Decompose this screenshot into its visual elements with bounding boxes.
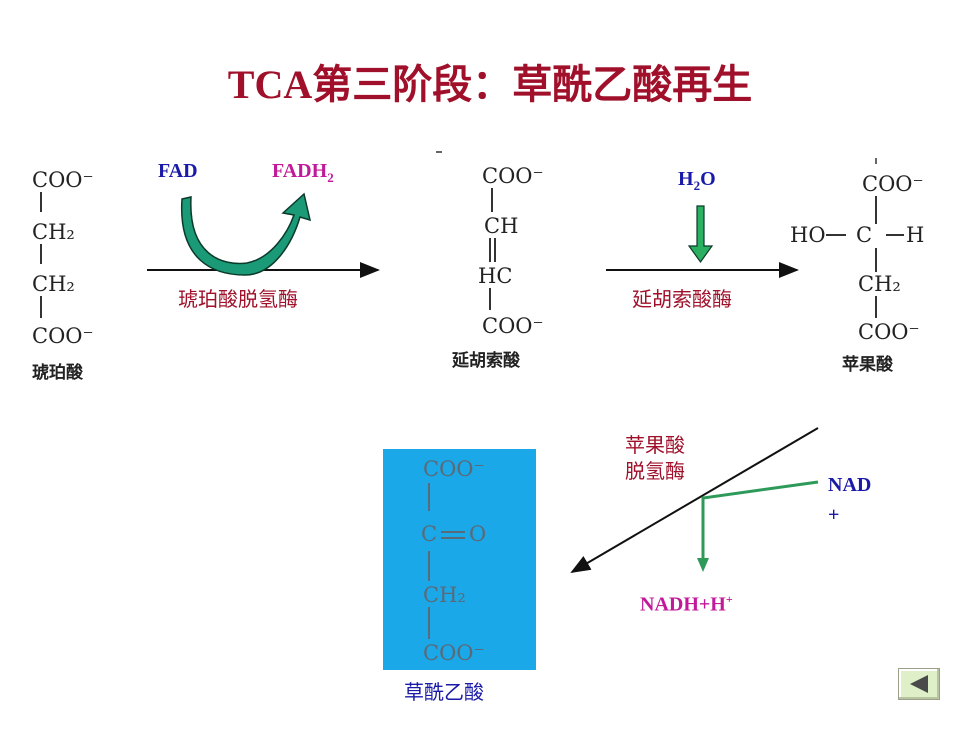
succinate-coo-top: COO⁻ <box>32 168 94 192</box>
malate-coo-bottom: COO⁻ <box>858 320 920 344</box>
enzyme-malate-dehydrogenase: 苹果酸 脱氢酶 <box>625 433 685 483</box>
oxaloacetate-o: O <box>469 522 487 546</box>
oxaloacetate-name: 草酰乙酸 <box>404 680 484 704</box>
malate-c: C <box>856 223 873 247</box>
malate-coo-top: COO⁻ <box>862 172 924 196</box>
oxaloacetate-c: C <box>421 522 438 546</box>
fumarate-coo-top: COO⁻ <box>482 164 544 188</box>
oxaloacetate-structure: COO⁻ C O CH₂ COO⁻ <box>383 449 536 670</box>
malate-ch2: CH₂ <box>858 272 901 296</box>
nad-label: NAD + <box>828 474 872 526</box>
oxaloacetate-coo-bottom: COO⁻ <box>423 641 485 665</box>
back-button[interactable] <box>898 668 940 700</box>
fad-label: FAD <box>158 160 198 182</box>
malate-name: 苹果酸 <box>842 355 893 375</box>
slide-title: TCA第三阶段：草酰乙酸再生 <box>227 62 753 107</box>
nad-bent-arrow <box>701 480 819 560</box>
fumarate-ch: CH <box>484 214 519 238</box>
nadh-label: NADH+H+ <box>640 592 733 616</box>
malate-h: H <box>906 223 925 247</box>
succinate-ch2-1: CH₂ <box>32 220 75 244</box>
fumarate-coo-bottom: COO⁻ <box>482 314 544 338</box>
succinate-ch2-2: CH₂ <box>32 272 75 296</box>
oxaloacetate-coo-top: COO⁻ <box>423 457 485 481</box>
oxaloacetate-ch2: CH₂ <box>423 583 466 607</box>
fad-curve-arrow <box>181 192 312 276</box>
water-label: H2O <box>678 168 716 193</box>
fumarate-hc: HC <box>478 264 513 288</box>
fadh2-label: FADH2 <box>272 160 334 185</box>
enzyme-succinate-dehydrogenase: 琥珀酸脱氢酶 <box>178 287 298 311</box>
water-down-arrow <box>687 205 714 264</box>
enzyme-fumarase: 延胡索酸酶 <box>632 287 732 311</box>
fumarate-name: 延胡索酸 <box>452 351 520 371</box>
succinate-name: 琥珀酸 <box>32 363 83 383</box>
triangle-left-icon <box>910 675 928 693</box>
malate-ho: HO <box>790 223 826 247</box>
succinate-coo-bottom: COO⁻ <box>32 324 94 348</box>
reaction-arrow-3 <box>570 427 819 574</box>
